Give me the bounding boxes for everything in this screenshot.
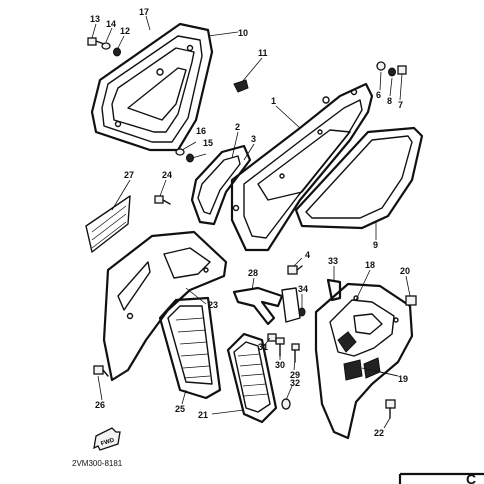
louver-21	[226, 332, 278, 424]
fwd-label: FWD	[100, 437, 115, 447]
callout-3: 3	[251, 134, 256, 144]
callout-24: 24	[162, 170, 172, 180]
grommet-6	[376, 61, 386, 71]
callout-15: 15	[203, 138, 213, 148]
bracket-part	[281, 287, 301, 323]
callout-11: 11	[258, 48, 268, 58]
callout-4: 4	[305, 250, 310, 260]
callout-20: 20	[400, 266, 410, 276]
grommet-34	[298, 307, 306, 317]
bolt-24	[154, 195, 171, 205]
leader-lines	[91, 15, 411, 429]
page-corner-fragment: C	[398, 471, 484, 484]
bolt-26	[93, 365, 109, 377]
side-cover-upper-left	[90, 22, 214, 152]
callout-8: 8	[387, 96, 392, 106]
grommet-11	[233, 79, 249, 93]
callout-34: 34	[298, 284, 308, 294]
callout-14: 14	[106, 19, 116, 29]
callout-18: 18	[365, 260, 375, 270]
collar-12	[113, 47, 121, 57]
callout-25: 25	[175, 404, 185, 414]
corner-fragment-letter: C	[466, 471, 476, 484]
callout-17: 17	[139, 7, 149, 17]
callout-33: 33	[328, 256, 338, 266]
number-plate-18	[314, 282, 414, 440]
callout-16: 16	[196, 126, 206, 136]
washer-14	[101, 42, 111, 50]
bracket-28	[232, 286, 284, 326]
emblem-9	[294, 126, 424, 230]
bolt-31	[267, 333, 277, 342]
clip-33	[326, 278, 342, 302]
seal-2	[190, 144, 252, 226]
graphic-27	[85, 195, 131, 253]
bolt-29	[291, 343, 300, 363]
callout-32: 32	[290, 378, 300, 388]
callout-9: 9	[373, 240, 378, 250]
washer-16	[175, 148, 185, 156]
collar-32	[281, 398, 291, 410]
callout-13: 13	[90, 14, 100, 24]
bolt-7	[397, 65, 407, 75]
callout-1: 1	[271, 96, 276, 106]
diagram-code: 2VM300-8181	[72, 459, 123, 468]
bolt-20	[405, 295, 417, 306]
bolt-22	[385, 399, 396, 419]
callout-2: 2	[235, 122, 240, 132]
callout-22: 22	[374, 428, 384, 438]
callout-31: 31	[258, 342, 268, 352]
louver-25	[158, 296, 222, 400]
callouts: 1 2 3 4 6 7 8 9 10 11 12 13 14 15 16 17 …	[90, 7, 410, 438]
callout-27: 27	[124, 170, 134, 180]
bolt-4	[287, 265, 303, 275]
bolt-13	[87, 37, 105, 46]
callout-29: 29	[290, 370, 300, 380]
callout-30: 30	[275, 360, 285, 370]
callout-21: 21	[198, 410, 208, 420]
callout-26: 26	[95, 400, 105, 410]
callout-6: 6	[376, 90, 381, 100]
callout-28: 28	[248, 268, 258, 278]
fwd-arrow-icon: FWD	[93, 427, 121, 451]
callout-10: 10	[238, 28, 248, 38]
callout-12: 12	[120, 26, 130, 36]
collar-8	[388, 67, 396, 77]
callout-7: 7	[398, 100, 403, 110]
collar-15	[186, 153, 194, 163]
callout-19: 19	[398, 374, 408, 384]
panel-inner-1	[257, 129, 351, 201]
callout-23: 23	[208, 300, 218, 310]
